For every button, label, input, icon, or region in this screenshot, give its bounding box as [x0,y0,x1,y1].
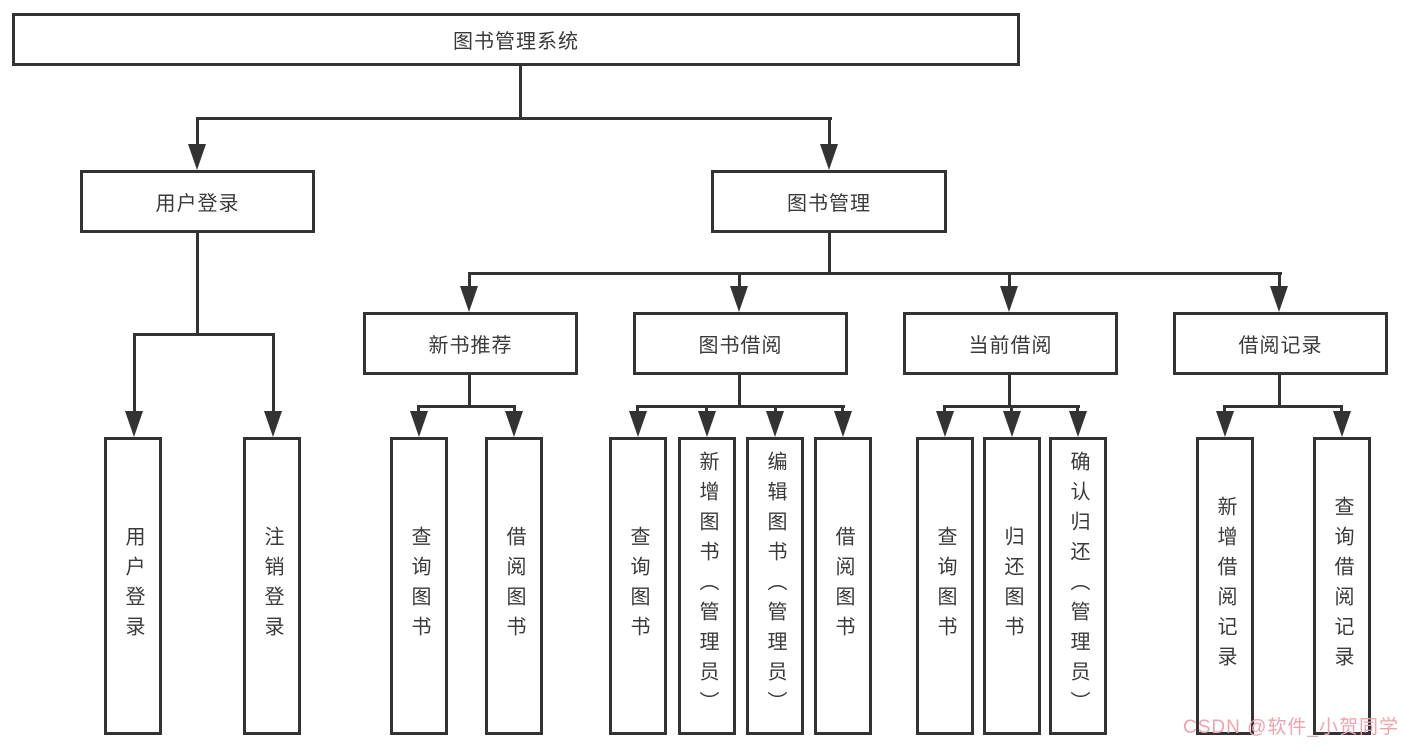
connector-line [519,66,522,120]
node-v-query-book-1: 查询图书 [390,437,448,735]
node-root: 图书管理系统 [12,13,1020,66]
node-label: 图书管理 [787,193,871,215]
connector-line [774,405,777,415]
node-label: 注销登录 [261,526,283,646]
node-label: 查询图书 [627,526,649,646]
connector-line [1008,375,1011,407]
node-v-edit-book: 编辑图书（管理员） [746,437,804,735]
arrowhead-down-icon [1216,411,1234,437]
connector-line [1278,375,1281,407]
arrowhead-down-icon [698,411,716,437]
node-v-return-book: 归还图书 [983,437,1041,735]
node-v-query-borrow-record: 查询借阅记录 [1313,437,1371,735]
node-label: 确认归还（管理员） [1067,451,1089,721]
connector-line [1008,272,1011,288]
node-label: 查询图书 [408,526,430,646]
arrowhead-down-icon [1003,411,1021,437]
connector-line [636,405,845,408]
connector-line [828,117,831,147]
node-v-borrow-book-1: 借阅图书 [485,437,543,735]
connector-line [417,405,516,408]
connector-line [1223,405,1226,415]
node-label: 借阅图书 [503,526,525,646]
connector-line [196,233,199,335]
arrowhead-down-icon [834,411,852,437]
node-v-user-login: 用户登录 [104,437,162,735]
node-label: 编辑图书（管理员） [764,451,786,721]
arrowhead-down-icon [460,286,478,312]
connector-line [1340,405,1343,415]
connector-line [417,405,420,415]
connector-line [1076,405,1079,415]
arrowhead-down-icon [766,411,784,437]
node-v-add-borrow-record: 新增借阅记录 [1196,437,1254,735]
node-label: 用户登录 [155,193,240,215]
connector-line [828,233,831,274]
connector-line [943,405,946,415]
node-label: 图书借阅 [698,335,783,357]
node-v-query-book-2: 查询图书 [609,437,667,735]
connector-line [841,405,844,415]
node-label: 借阅图书 [832,526,854,646]
connector-line [468,272,471,288]
node-label: 用户登录 [122,526,144,646]
connector-line [636,405,639,415]
connector-line [133,333,275,336]
node-label: 当前借阅 [968,335,1053,357]
connector-line [196,117,199,147]
arrowhead-down-icon [730,286,748,312]
node-label: 借阅记录 [1238,335,1323,357]
arrowhead-down-icon [264,411,282,437]
connector-line [705,405,708,415]
node-label: 新增借阅记录 [1214,496,1236,676]
connector-line [738,272,741,288]
node-v-confirm-return: 确认归还（管理员） [1049,437,1107,735]
node-new-book-rec: 新书推荐 [363,312,578,375]
connector-line [1223,405,1343,408]
node-book-mgmt: 图书管理 [711,170,947,233]
node-label: 新增图书（管理员） [696,451,718,721]
node-label: 新书推荐 [428,335,513,357]
connector-line [513,405,516,415]
connector-line [196,117,832,120]
connector-line [272,333,275,413]
watermark: CSDN @软件_小贺同学 [1183,717,1399,738]
arrowhead-down-icon [505,411,523,437]
node-label: 查询图书 [934,526,956,646]
arrowhead-down-icon [410,411,428,437]
connector-line [468,375,471,407]
arrowhead-down-icon [1000,286,1018,312]
arrowhead-down-icon [188,144,206,170]
node-book-borrow: 图书借阅 [633,312,848,375]
node-label: 图书管理系统 [453,31,579,53]
node-v-logout: 注销登录 [243,437,301,735]
arrowhead-down-icon [1069,411,1087,437]
node-label: 查询借阅记录 [1331,496,1353,676]
arrowhead-down-icon [1270,286,1288,312]
node-v-borrow-book-2: 借阅图书 [814,437,872,735]
arrowhead-down-icon [820,144,838,170]
connector-line [1278,272,1281,288]
node-borrow-records: 借阅记录 [1173,312,1388,375]
connector-line [1010,405,1013,415]
arrowhead-down-icon [1333,411,1351,437]
connector-line [738,375,741,407]
node-label: 归还图书 [1001,526,1023,646]
node-user-login: 用户登录 [80,170,315,233]
node-current-borrow: 当前借阅 [903,312,1118,375]
connector-line [468,272,1282,275]
node-v-query-book-3: 查询图书 [916,437,974,735]
connector-line [133,333,136,413]
arrowhead-down-icon [125,411,143,437]
node-v-add-book: 新增图书（管理员） [678,437,736,735]
arrowhead-down-icon [629,411,647,437]
arrowhead-down-icon [936,411,954,437]
